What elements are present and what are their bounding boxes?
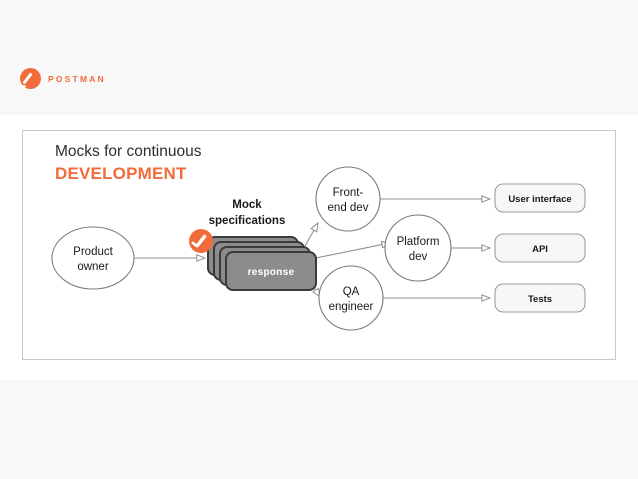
node-qa-engineer[interactable]: QA engineer	[318, 265, 384, 331]
spec-card-front	[225, 251, 317, 291]
platform-dev-label-1: Platform	[397, 236, 440, 248]
footer-band	[0, 380, 638, 479]
tests-label: Tests	[528, 294, 552, 305]
node-tests[interactable]: Tests	[494, 283, 586, 313]
node-front-end-dev[interactable]: Front- end dev	[315, 166, 381, 232]
front-end-dev-shape	[315, 166, 381, 232]
qa-engineer-label-2: engineer	[329, 301, 374, 313]
api-shape	[494, 233, 586, 263]
slide-title-line1: Mocks for continuous	[55, 143, 202, 160]
mock-specs-caption-2: specifications	[209, 215, 286, 227]
mock-specs-caption-1: Mock	[232, 199, 262, 211]
postman-logo: POSTMAN	[20, 68, 106, 89]
slide-frame: Mocks for continuous DEVELOPMENT Product…	[22, 130, 616, 360]
mock-specifications-caption: Mock specifications	[209, 199, 286, 227]
spec-card-label: response	[248, 267, 295, 278]
node-api[interactable]: API	[494, 233, 586, 263]
node-user-interface[interactable]: User interface	[494, 183, 586, 213]
postman-badge-icon	[189, 229, 213, 253]
header-band	[0, 0, 638, 115]
user-interface-shape	[494, 183, 586, 213]
product-owner-label-1: Product	[73, 246, 113, 258]
tests-shape	[494, 283, 586, 313]
front-end-dev-label-2: end dev	[328, 202, 369, 214]
platform-dev-label-2: dev	[409, 251, 428, 263]
slide-title-line2: DEVELOPMENT	[55, 164, 187, 183]
product-owner-shape	[51, 226, 135, 290]
user-interface-label: User interface	[508, 194, 571, 205]
node-platform-dev[interactable]: Platform dev	[384, 214, 452, 282]
diagram-canvas: Product owner Mock specifications respon…	[51, 166, 586, 331]
front-end-dev-label-1: Front-	[333, 187, 364, 199]
platform-dev-shape	[384, 214, 452, 282]
qa-engineer-label-1: QA	[343, 286, 360, 298]
postman-logo-icon	[20, 68, 41, 89]
product-owner-label-2: owner	[77, 261, 108, 273]
node-product-owner[interactable]: Product owner	[51, 226, 135, 290]
qa-engineer-shape	[318, 265, 384, 331]
postman-wordmark: POSTMAN	[48, 73, 106, 84]
postman-pen-glyph	[21, 71, 33, 85]
node-mock-specifications[interactable]: response	[189, 229, 317, 291]
api-label: API	[532, 244, 548, 255]
